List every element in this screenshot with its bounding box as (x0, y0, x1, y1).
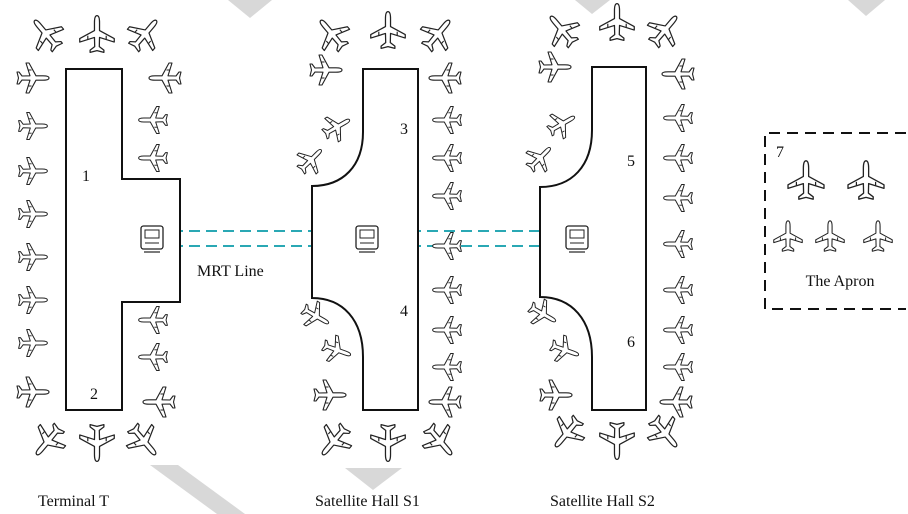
zone-7-label: 7 (776, 144, 784, 161)
airplane-icon (119, 416, 169, 466)
zone-5-label: 5 (627, 153, 635, 170)
zone-3-label: 3 (400, 121, 408, 138)
airplane-icon (539, 379, 573, 411)
airplane-icon (519, 137, 561, 179)
zone-4-label: 4 (400, 303, 408, 320)
apron-boundary (764, 132, 906, 310)
zone-2-label: 2 (90, 386, 98, 403)
apron-label: The Apron (806, 273, 875, 290)
airplane-icon (18, 286, 48, 314)
zone-6-label: 6 (627, 334, 635, 351)
airplane-icon (317, 107, 357, 147)
airplane-icon (18, 112, 48, 140)
airplane-icon (370, 423, 406, 463)
airplane-icon (432, 144, 462, 172)
airplane-icon (663, 353, 693, 381)
airplane-icon (863, 220, 893, 252)
airplane-icon (79, 14, 115, 54)
satellite-hall-s1-label: Satellite Hall S1 (315, 493, 420, 510)
airplane-icon (313, 379, 347, 411)
airplane-icon (432, 182, 462, 210)
mrt-station-s2-icon (565, 225, 589, 253)
airplane-icon (415, 416, 465, 466)
airplane-icon (18, 157, 48, 185)
airplane-icon (18, 243, 48, 271)
airplane-icon (21, 9, 71, 59)
airplane-icon (432, 232, 462, 260)
background-shapes (150, 0, 885, 514)
airplane-icon (432, 276, 462, 304)
mrt-station-terminal-icon (140, 225, 164, 253)
airplane-icon (138, 144, 168, 172)
airplane-icon (16, 62, 50, 94)
airplane-icon (138, 343, 168, 371)
zone-1-label: 1 (82, 168, 90, 185)
airplane-icon (307, 9, 357, 59)
mrt-line (138, 230, 572, 247)
airplane-icon (663, 184, 693, 212)
airplane-icon (659, 386, 693, 418)
airplane-icon (815, 220, 845, 252)
satellite-hall-s2-building (539, 66, 647, 411)
airplane-icon (138, 306, 168, 334)
airplane-icon (847, 160, 885, 200)
airplane-icon (120, 9, 170, 59)
apron-planes (773, 160, 893, 252)
airplane-icon (296, 296, 336, 336)
mrt-line-label: MRT Line (197, 263, 264, 280)
mrt-station-s1-icon (355, 225, 379, 253)
airplane-icon (16, 376, 50, 408)
airplane-icon (23, 416, 73, 466)
airplane-icon (599, 2, 635, 42)
airplane-icon (663, 230, 693, 258)
airplane-icon (432, 316, 462, 344)
airplane-icon (138, 106, 168, 134)
airplane-icon (428, 62, 462, 94)
airplane-icon (79, 423, 115, 463)
terminal-t-building (65, 68, 181, 411)
airplane-icon (432, 106, 462, 134)
airplane-icon (370, 10, 406, 50)
airplane-icon (542, 408, 592, 458)
airplane-icon (546, 331, 584, 369)
satellite-hall-s2-label: Satellite Hall S2 (550, 493, 655, 510)
airplane-icon (661, 58, 695, 90)
airplane-icon (640, 5, 690, 55)
airplane-icon (663, 104, 693, 132)
airplane-icon (142, 386, 176, 418)
terminal-t-label: Terminal T (38, 493, 109, 510)
airplane-icon (663, 144, 693, 172)
airplane-icon (787, 160, 825, 200)
airplane-icon (290, 139, 332, 181)
airplane-icon (542, 104, 582, 144)
airplane-icon (663, 316, 693, 344)
airplane-icon (428, 386, 462, 418)
airplane-icon (773, 220, 803, 252)
airplane-icon (538, 51, 572, 83)
airplane-icon (523, 294, 563, 334)
airplane-icon (432, 353, 462, 381)
airplane-icon (413, 9, 463, 59)
airplane-icon (18, 200, 48, 228)
airplane-icon (599, 421, 635, 461)
airplane-icon (309, 54, 343, 86)
airplane-icon (309, 416, 359, 466)
airplane-icon (318, 331, 356, 369)
airplane-icon (537, 5, 587, 55)
airplane-icon (148, 62, 182, 94)
airplane-icon (663, 276, 693, 304)
airplane-icon (18, 329, 48, 357)
